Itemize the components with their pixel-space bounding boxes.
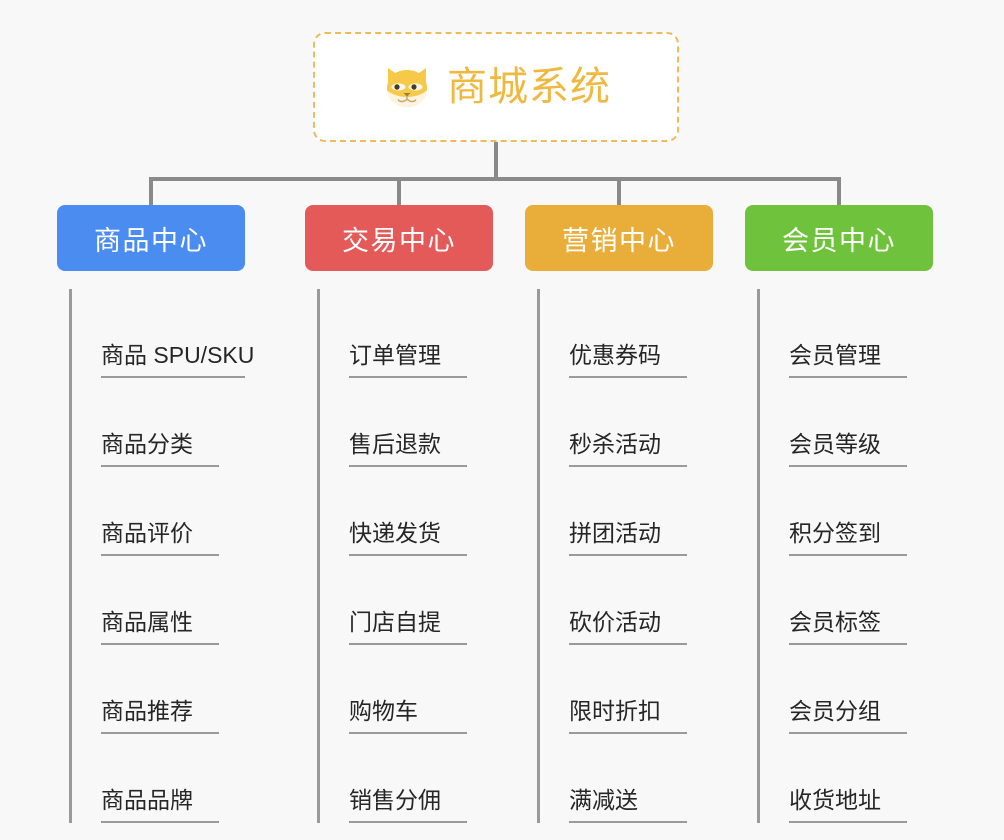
list-item-label: 售后退款 — [349, 431, 467, 467]
list-item-label: 商品评价 — [101, 520, 219, 556]
list-item-label: 拼团活动 — [569, 520, 687, 556]
shiba-dog-face-icon — [381, 64, 433, 110]
branch-rail-3 — [537, 289, 540, 823]
branch-items-4: 会员管理 会员等级 积分签到 会员标签 会员分组 收货地址 — [745, 289, 933, 823]
root-title: 商城系统 — [447, 65, 611, 109]
list-item[interactable]: 限时折扣 — [539, 645, 713, 734]
list-item[interactable]: 会员标签 — [759, 556, 933, 645]
connector-drop-2 — [397, 177, 401, 207]
list-item[interactable]: 商品品牌 — [71, 734, 245, 823]
list-item-label: 积分签到 — [789, 520, 907, 556]
list-item-label: 会员分组 — [789, 698, 907, 734]
branch-header-4[interactable]: 会员中心 — [745, 205, 933, 271]
list-item-label: 秒杀活动 — [569, 431, 687, 467]
list-item[interactable]: 快递发货 — [319, 467, 493, 556]
list-item-label: 满减送 — [569, 787, 687, 823]
list-item[interactable]: 会员等级 — [759, 378, 933, 467]
branch-header-2[interactable]: 交易中心 — [305, 205, 493, 271]
list-item-label: 限时折扣 — [569, 698, 687, 734]
branch-rail-4 — [757, 289, 760, 823]
list-item-label: 订单管理 — [349, 342, 467, 378]
connector-drop-3 — [617, 177, 621, 207]
list-item[interactable]: 会员分组 — [759, 645, 933, 734]
branch-header-3[interactable]: 营销中心 — [525, 205, 713, 271]
list-item-label: 商品 SPU/SKU — [101, 342, 254, 378]
list-item[interactable]: 门店自提 — [319, 556, 493, 645]
connector-drop-4 — [837, 177, 841, 207]
list-item[interactable]: 优惠券码 — [539, 289, 713, 378]
connector-drop-1 — [149, 177, 153, 207]
list-item[interactable]: 商品分类 — [71, 378, 245, 467]
list-item-label: 收货地址 — [789, 787, 907, 823]
list-item-label: 会员等级 — [789, 431, 907, 467]
list-item[interactable]: 商品评价 — [71, 467, 245, 556]
list-item-label: 商品推荐 — [101, 698, 219, 734]
list-item[interactable]: 商品推荐 — [71, 645, 245, 734]
branch-column-4: 会员中心 会员管理 会员等级 积分签到 会员标签 会员分组 收货地址 — [745, 205, 933, 823]
list-item[interactable]: 会员管理 — [759, 289, 933, 378]
list-item[interactable]: 订单管理 — [319, 289, 493, 378]
list-item-label: 商品品牌 — [101, 787, 219, 823]
branch-items-2: 订单管理 售后退款 快递发货 门店自提 购物车 销售分佣 — [305, 289, 493, 823]
list-item-label: 优惠券码 — [569, 342, 687, 378]
branch-header-1[interactable]: 商品中心 — [57, 205, 245, 271]
list-item-label: 砍价活动 — [569, 609, 687, 645]
list-item[interactable]: 满减送 — [539, 734, 713, 823]
branch-column-3: 营销中心 优惠券码 秒杀活动 拼团活动 砍价活动 限时折扣 满减送 — [525, 205, 713, 823]
list-item-label: 快递发货 — [349, 520, 467, 556]
list-item-label: 门店自提 — [349, 609, 467, 645]
list-item[interactable]: 商品 SPU/SKU — [71, 289, 254, 378]
list-item[interactable]: 商品属性 — [71, 556, 245, 645]
list-item[interactable]: 拼团活动 — [539, 467, 713, 556]
connector-bus-bar — [149, 177, 841, 181]
list-item[interactable]: 砍价活动 — [539, 556, 713, 645]
branch-rail-2 — [317, 289, 320, 823]
list-item-label: 销售分佣 — [349, 787, 467, 823]
list-item-label: 商品属性 — [101, 609, 219, 645]
branch-rail-1 — [69, 289, 72, 823]
list-item[interactable]: 积分签到 — [759, 467, 933, 556]
root-node[interactable]: 商城系统 — [313, 32, 679, 142]
list-item[interactable]: 收货地址 — [759, 734, 933, 823]
list-item[interactable]: 购物车 — [319, 645, 493, 734]
list-item-label: 商品分类 — [101, 431, 219, 467]
branch-items-3: 优惠券码 秒杀活动 拼团活动 砍价活动 限时折扣 满减送 — [525, 289, 713, 823]
branch-items-1: 商品 SPU/SKU 商品分类 商品评价 商品属性 商品推荐 商品品牌 — [57, 289, 254, 823]
branch-column-2: 交易中心 订单管理 售后退款 快递发货 门店自提 购物车 销售分佣 — [305, 205, 493, 823]
list-item-label: 会员管理 — [789, 342, 907, 378]
branch-column-1: 商品中心 商品 SPU/SKU 商品分类 商品评价 商品属性 商品推荐 商品品牌 — [57, 205, 254, 823]
connector-root-stem — [494, 142, 498, 179]
list-item[interactable]: 销售分佣 — [319, 734, 493, 823]
list-item-label: 会员标签 — [789, 609, 907, 645]
list-item[interactable]: 售后退款 — [319, 378, 493, 467]
list-item-label: 购物车 — [349, 698, 467, 734]
list-item[interactable]: 秒杀活动 — [539, 378, 713, 467]
